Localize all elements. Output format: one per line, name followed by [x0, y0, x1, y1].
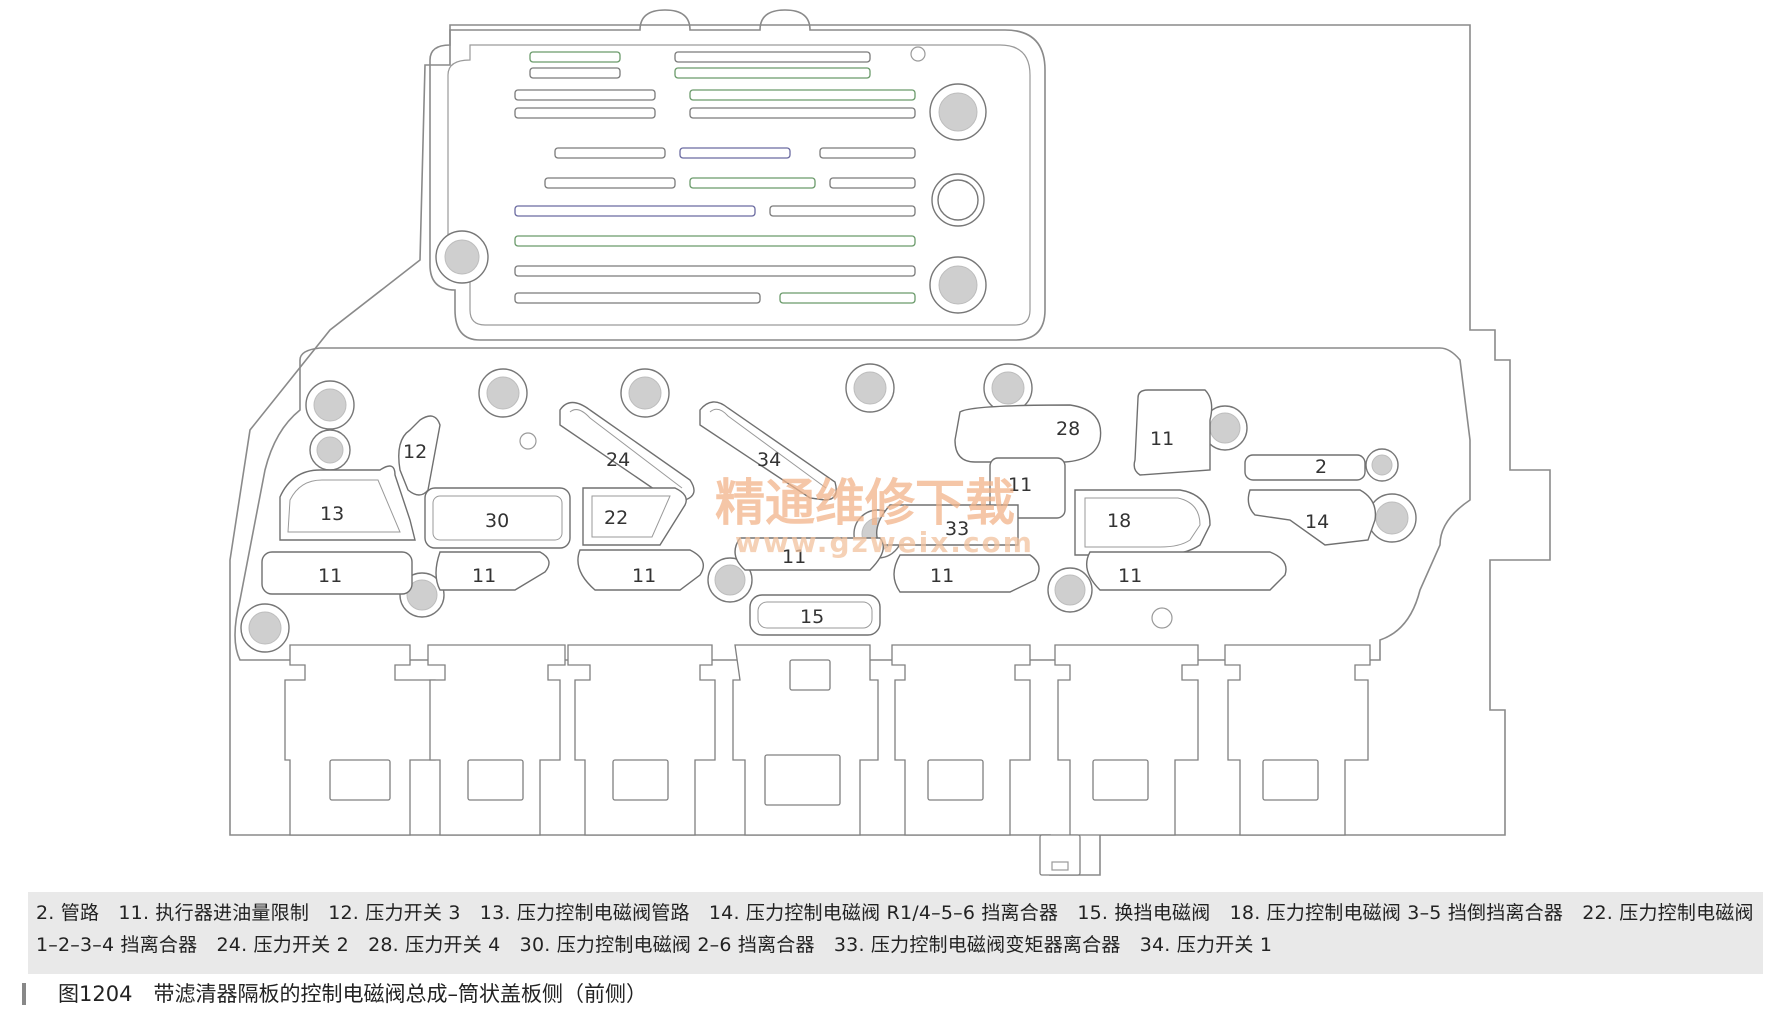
filter-slots: [514, 51, 916, 304]
label-28: 28: [1056, 418, 1080, 440]
solenoid-row: [284, 644, 1371, 876]
label-22: 22: [604, 507, 628, 529]
lower-plate: [234, 347, 1471, 661]
label-33: 33: [945, 518, 969, 540]
label-11-e: 11: [632, 565, 656, 587]
figure-caption: 图1204 带滤清器隔板的控制电磁阀总成–筒状盖板侧（前侧）: [58, 982, 647, 1006]
label-11-c: 11: [318, 565, 342, 587]
label-2: 2: [1315, 456, 1327, 478]
watermark-brand: 精通维修下载: [715, 473, 1015, 532]
label-30: 30: [485, 510, 509, 532]
label-24: 24: [606, 449, 630, 471]
label-18: 18: [1107, 510, 1131, 532]
filter-plate-inner: [447, 44, 1031, 326]
label-11-g: 11: [930, 565, 954, 587]
valve-body-diagram: 13 12 30 24 22 34 28 11 33 11 18 2 14 11…: [229, 9, 1551, 876]
label-11-d: 11: [472, 565, 496, 587]
legend-text: 2. 管路 11. 执行器进油量限制 12. 压力开关 3 13. 压力控制电磁…: [36, 902, 1754, 956]
part-labels: 13 12 30 24 22 34 28 11 33 11 18 2 14 11…: [318, 418, 1329, 628]
label-15: 15: [800, 606, 824, 628]
label-11-a: 11: [1008, 474, 1032, 496]
label-12: 12: [403, 441, 427, 463]
housing-outline: [229, 24, 1551, 876]
caption-marker: [22, 983, 26, 1005]
lower-bolts: [240, 363, 1417, 653]
label-34: 34: [757, 449, 781, 471]
label-11-f: 11: [782, 546, 806, 568]
legend-box: [28, 892, 1763, 974]
passages: [261, 389, 1377, 636]
label-11-h: 11: [1118, 565, 1142, 587]
label-13: 13: [320, 503, 344, 525]
upper-bolts: [435, 46, 987, 314]
label-14: 14: [1305, 511, 1329, 533]
watermark-url: www.gzweix.com: [735, 526, 1034, 559]
filter-plate: [429, 9, 1046, 341]
label-11-b: 11: [1150, 428, 1174, 450]
